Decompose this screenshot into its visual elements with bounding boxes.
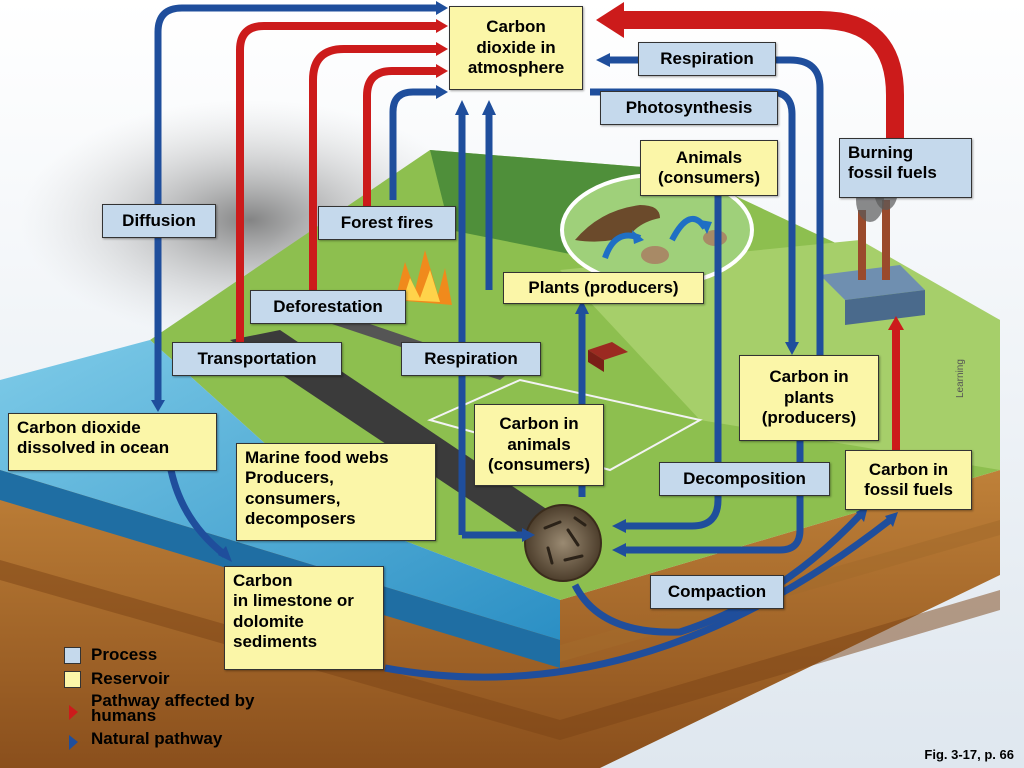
reservoir-atmosphere: Carbon dioxide in atmosphere [449,6,583,90]
forest-fire [395,250,452,305]
human-pathway-arrows [236,22,900,454]
figure-reference: Fig. 3-17, p. 66 [924,747,1014,762]
reservoir-carbon-in-animals: Carbon in animals (consumers) [474,404,604,486]
diffusion-arrow [154,4,440,402]
reservoir-limestone: Carbon in limestone or dolomite sediment… [224,566,384,670]
reservoir-marine-food-webs: Marine food webs Producers, consumers, d… [236,443,436,541]
legend-reservoir: Reservoir [64,667,254,691]
legend-natural-pathway: Natural pathway [64,727,254,751]
burning-fossil-fuels-arrow [620,11,904,140]
deer-animal [575,205,660,242]
publisher-credit: Learning [955,359,966,398]
burning-fossil-fuels-arrowhead [596,2,624,38]
process-forest-fires: Forest fires [318,206,456,240]
ocean-to-limestone-arrow [166,464,228,558]
deforestation-arrow [309,45,440,293]
process-transportation: Transportation [172,342,342,376]
legend-process-label: Process [91,645,158,664]
decomp-arrow-2 [625,440,804,554]
reservoir-swatch [64,670,81,688]
natural-pathway-legend-icon [69,735,78,750]
process-respiration-mid: Respiration [401,342,541,376]
process-compaction: Compaction [650,575,784,609]
human-arrowheads [436,19,904,330]
ocean-to-atmosphere-arrow [389,88,440,200]
farm-barn [588,342,628,372]
vignette-arrowheads [632,220,712,244]
legend: Process Reservoir Pathway affected by hu… [64,643,254,751]
legend-human-pathway-label: Pathway affected by humans [91,691,255,725]
limestone-to-fossil-arrow [384,517,893,681]
soil-layer [0,560,1000,740]
compaction-arrow-1 [571,512,863,636]
human-pathway-legend-icon [69,705,78,720]
process-burning-fossil-fuels: Burning fossil fuels [839,138,972,198]
process-photosynthesis: Photosynthesis [600,91,778,125]
process-respiration-top: Respiration [638,42,776,76]
respiration-top-arrow [608,56,824,355]
transportation-arrow [236,22,440,345]
reservoir-plants-producers: Plants (producers) [503,272,704,304]
process-deforestation: Deforestation [250,290,406,324]
reservoir-ocean: Carbon dioxide dissolved in ocean [8,413,217,471]
legend-human-pathway: Pathway affected by humans [64,691,254,727]
natural-arrowheads [151,1,898,562]
legend-natural-pathway-label: Natural pathway [91,729,223,748]
reservoir-carbon-in-fossil-fuels: Carbon in fossil fuels [845,450,972,510]
legend-reservoir-label: Reservoir [91,669,170,688]
bacteria-shapes [543,516,587,565]
process-swatch [64,646,81,664]
decomposer-bacteria [524,504,602,582]
forest-fires-arrow [363,67,440,208]
reservoir-carbon-in-plants: Carbon in plants (producers) [739,355,879,441]
decomp-arrow-1 [625,170,722,530]
rabbit-animal [641,246,669,264]
legend-process: Process [64,643,254,667]
reservoir-animals-consumers: Animals (consumers) [640,140,778,196]
process-diffusion: Diffusion [102,204,216,238]
process-decomposition: Decomposition [659,462,830,496]
